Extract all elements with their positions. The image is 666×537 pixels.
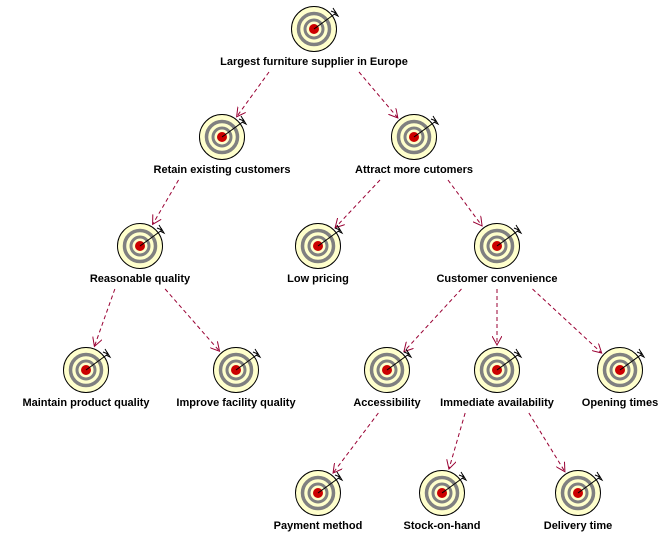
goal-label: Immediate availability [440, 397, 554, 409]
edge-quality-to-improve [164, 288, 219, 351]
goal-label: Payment method [273, 520, 363, 532]
target-icon [62, 346, 114, 394]
target-icon [418, 469, 470, 517]
goal-label: Attract more cutomers [355, 164, 473, 176]
goal-label: Retain existing customers [153, 164, 291, 176]
edge-attract-to-pricing [335, 179, 381, 228]
target-icon [294, 222, 346, 270]
target-icon [116, 222, 168, 270]
edge-quality-to-maintain [94, 288, 116, 346]
target-icon [198, 113, 250, 161]
goal-label: Maintain product quality [22, 397, 150, 409]
target-icon [390, 113, 442, 161]
target-icon [473, 222, 525, 270]
goal-label: Stock-on-hand [403, 520, 481, 532]
edge-attract-to-convenience [447, 179, 482, 226]
goal-label: Largest furniture supplier in Europe [220, 56, 408, 68]
edge-availability-to-stock [449, 412, 466, 469]
edge-root-to-retain [237, 71, 270, 117]
goal-label: Customer convenience [436, 273, 558, 285]
target-icon [363, 346, 415, 394]
goal-label: Low pricing [287, 273, 349, 285]
edge-root-to-attract [358, 71, 398, 118]
target-icon [212, 346, 264, 394]
target-icon [473, 346, 525, 394]
edge-accessibility-to-payment [333, 412, 379, 473]
edge-convenience-to-accessibility [404, 288, 462, 352]
edge-availability-to-delivery [528, 412, 565, 472]
target-icon [554, 469, 606, 517]
goal-label: Reasonable quality [89, 273, 191, 285]
goal-label: Accessibility [353, 397, 421, 409]
goal-label: Delivery time [543, 520, 613, 532]
target-icon [294, 469, 346, 517]
target-icon [290, 5, 342, 53]
edge-convenience-to-opening [532, 288, 602, 353]
target-icon [596, 346, 648, 394]
edge-retain-to-quality [153, 179, 179, 224]
goal-label: Improve facility quality [176, 397, 296, 409]
goal-label: Opening times [581, 397, 659, 409]
